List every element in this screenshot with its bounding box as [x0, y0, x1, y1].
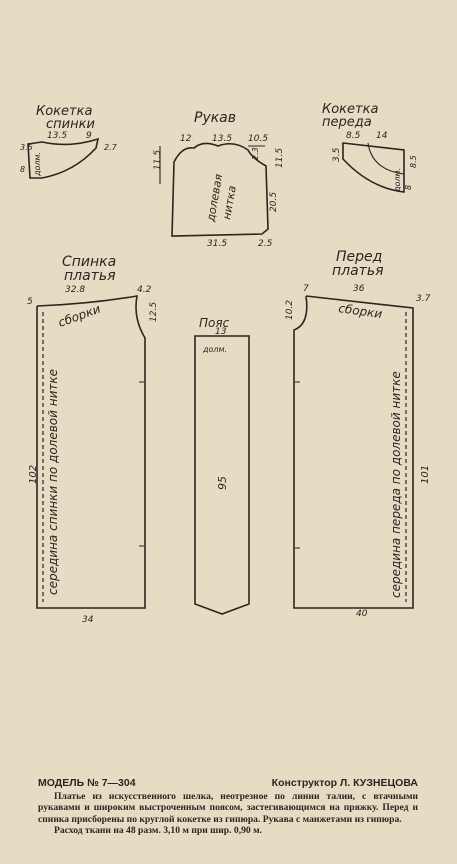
- yoke-front-title-1: Кокетка: [322, 102, 378, 117]
- model-number: МОДЕЛЬ № 7—304: [38, 777, 136, 789]
- front-m-top-1: 7: [303, 284, 309, 294]
- fabric-consumption: Расход ткани на 48 разм. 3,10 м при шир.…: [54, 824, 263, 836]
- sleeve-m-right-2: 11.5: [275, 148, 285, 168]
- back-gather: сборки: [56, 302, 102, 330]
- yoke-front-outline: [342, 142, 405, 193]
- belt-piece: Пояс 13 долм. 95: [194, 316, 250, 615]
- yoke-front-m-left: 3.5: [332, 147, 342, 162]
- belt-m-length: 95: [216, 476, 229, 490]
- front-center-text: середина переда по долевой нитке: [389, 371, 403, 598]
- description-block: МОДЕЛЬ № 7—304 Конструктор Л. КУЗНЕЦОВА …: [38, 777, 418, 836]
- sleeve-construction: [159, 145, 265, 184]
- yoke-back-m-top-2: 9: [86, 131, 92, 141]
- yoke-front-piece: Кокетка переда 8.5 14 3.5 8.5 8 долм.: [322, 102, 418, 193]
- sleeve-m-right-1: 2.3: [251, 147, 260, 160]
- back-outline: [36, 295, 146, 609]
- yoke-front-m-top-1: 8.5: [346, 131, 361, 141]
- back-m-bottom: 34: [82, 615, 94, 625]
- belt-m-top: 13: [215, 327, 227, 337]
- yoke-front-m-right-2: 8: [404, 185, 413, 190]
- sleeve-title: Рукав: [194, 110, 236, 126]
- back-m-side: 102: [28, 465, 39, 484]
- yoke-front-m-top-2: 14: [376, 131, 388, 141]
- sleeve-grain-2: нитка: [220, 184, 239, 220]
- yoke-back-title-2: спинки: [46, 117, 95, 132]
- yoke-back-outline: [27, 137, 100, 179]
- back-m-top-2: 4.2: [137, 285, 152, 295]
- back-m-top-1: 32.8: [65, 285, 85, 295]
- front-outline: [293, 295, 414, 609]
- back-title-2: платья: [64, 268, 116, 284]
- front-piece: Перед платья 7 36 3.7 10.2 101 40 сборки…: [285, 249, 431, 619]
- back-center-text: середина спинки по долевой нитке: [46, 369, 60, 595]
- back-m-right: 12.5: [149, 302, 159, 322]
- yoke-front-grain: долм.: [393, 168, 402, 193]
- front-m-top-2: 36: [353, 284, 365, 294]
- front-title-2: платья: [332, 263, 384, 279]
- yoke-front-neckline: [367, 142, 405, 175]
- sleeve-m-top-1: 12: [180, 134, 192, 144]
- front-title-1: Перед: [336, 249, 382, 265]
- sleeve-piece: Рукав 12 13.5 10.5 11.5 2.3 11.5 20.5 31…: [153, 110, 285, 249]
- yoke-front-m-right-1: 8.5: [409, 155, 418, 168]
- back-m-left-top: 5: [27, 297, 33, 307]
- sleeve-m-left: 11.5: [153, 150, 163, 170]
- sleeve-m-top-2: 13.5: [212, 134, 232, 144]
- model-description: Платье из искусственного шелка, неотрезн…: [38, 791, 418, 825]
- footer-header: МОДЕЛЬ № 7—304 Конструктор Л. КУЗНЕЦОВА: [38, 777, 418, 789]
- back-notches: [139, 381, 144, 547]
- front-m-side: 101: [420, 465, 431, 484]
- front-gather: сборки: [338, 301, 384, 321]
- yoke-back-piece: Кокетка спинки 13.5 9 3.5 8 2.7 долм.: [20, 104, 118, 179]
- yoke-back-m-top-1: 13.5: [47, 131, 67, 141]
- yoke-front-title-2: переда: [322, 115, 372, 130]
- yoke-back-m-left-2: 8: [20, 165, 25, 174]
- sleeve-outline: [171, 142, 269, 237]
- yoke-back-m-left-1: 3.5: [20, 143, 33, 152]
- designer-name: Конструктор Л. КУЗНЕЦОВА: [271, 777, 418, 789]
- belt-grain: долм.: [202, 345, 227, 354]
- sleeve-m-bottom-2: 2.5: [258, 239, 273, 249]
- belt-outline: [194, 335, 250, 615]
- front-notches: [295, 381, 300, 549]
- back-title-1: Спинка: [62, 254, 116, 270]
- sleeve-m-right-3: 20.5: [269, 192, 279, 212]
- back-piece: Спинка платья 32.8 4.2 5 12.5 102 34 сбо…: [27, 254, 159, 625]
- belt-title: Пояс: [199, 316, 230, 330]
- sleeve-m-bottom-1: 31.5: [207, 239, 227, 249]
- front-m-left: 10.2: [285, 300, 295, 320]
- yoke-back-title-1: Кокетка: [36, 104, 92, 119]
- yoke-back-grain: долм.: [33, 152, 42, 177]
- front-m-right-top: 3.7: [416, 294, 431, 304]
- yoke-back-m-right: 2.7: [104, 143, 118, 152]
- front-m-bottom: 40: [356, 609, 368, 619]
- sleeve-m-top-3: 10.5: [248, 134, 268, 144]
